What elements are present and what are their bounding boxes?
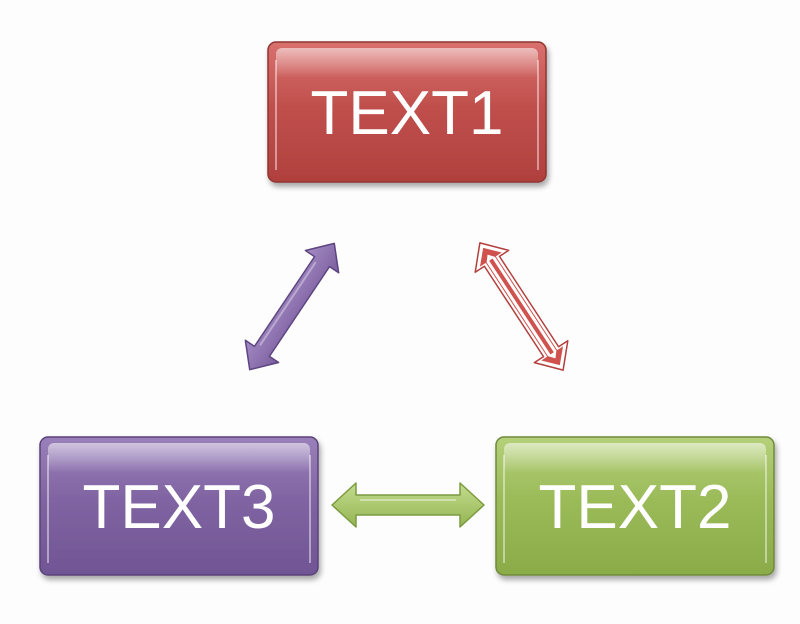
node-text1-label: TEXT1 xyxy=(311,79,504,148)
node-text2-gloss xyxy=(504,443,766,473)
purple-double-arrow-shape xyxy=(244,242,340,371)
node-text1: TEXT1 xyxy=(267,41,547,183)
node-text1-gloss xyxy=(276,48,538,78)
node-text3-gloss xyxy=(48,443,310,473)
green-double-arrow-shape xyxy=(331,482,485,528)
connector-text1-text2-double-arrow xyxy=(474,242,569,371)
red-arrow-stripe-inner xyxy=(489,258,554,355)
node-text3-label: TEXT3 xyxy=(83,473,276,542)
connector-text3-text2-double-arrow xyxy=(331,482,485,528)
node-text2: TEXT2 xyxy=(495,436,775,576)
connector-text3-text1-double-arrow xyxy=(244,242,340,371)
node-text2-label: TEXT2 xyxy=(539,473,732,542)
node-text3: TEXT3 xyxy=(39,436,319,576)
